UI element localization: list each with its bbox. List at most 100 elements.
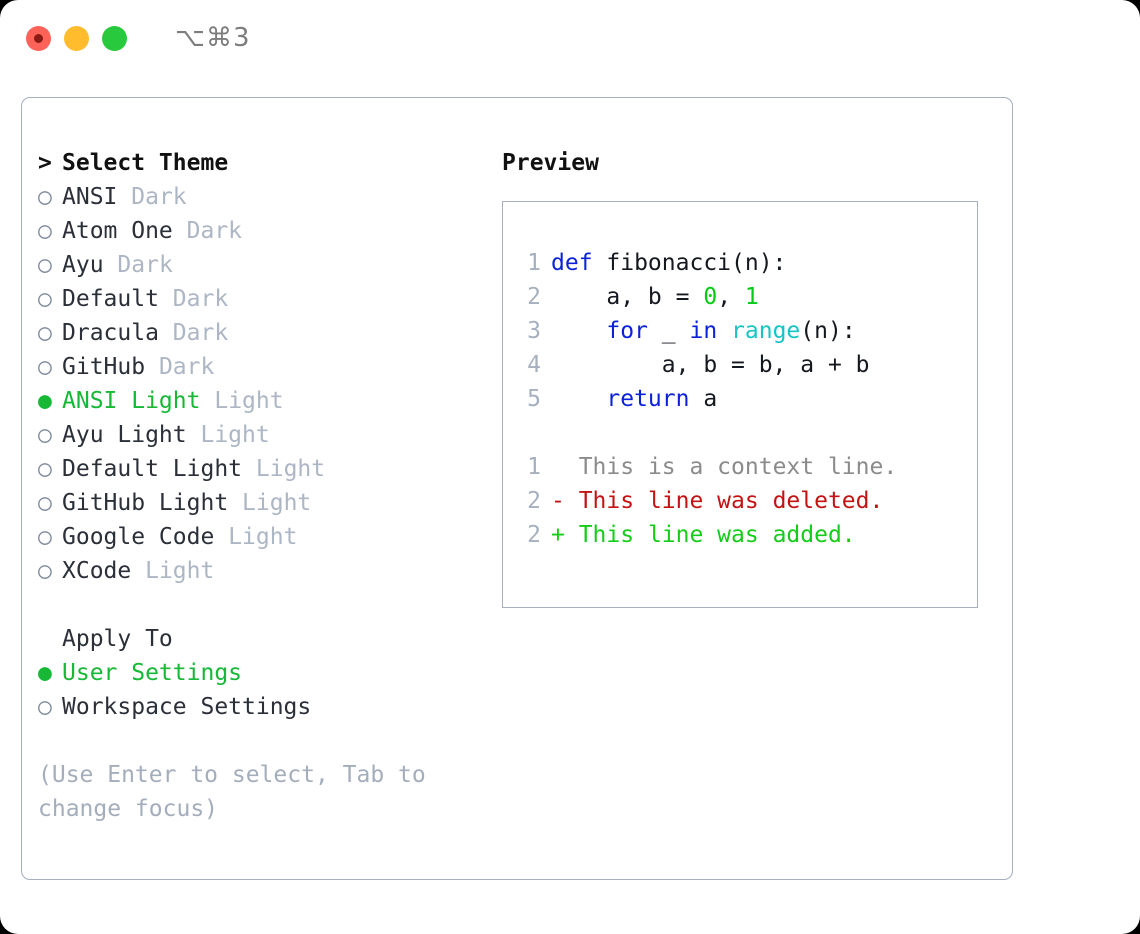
radio-unselected-icon: ○ [38,490,52,516]
diff-marker [551,454,579,480]
radio-unselected-icon: ○ [38,218,52,244]
line-number: 2 [527,284,541,310]
theme-option-list: ○ANSI Dark○Atom One Dark○Ayu Dark○Defaul… [38,180,478,588]
theme-kind-label: Dark [186,218,243,244]
radio-unselected-icon: ○ [38,456,52,482]
code-token [717,318,731,344]
apply-to-option-workspace-settings[interactable]: ○ Workspace Settings [38,690,478,724]
code-line: 5 return a [515,382,897,416]
theme-option-ansi-light[interactable]: ● ANSI Light Light [38,384,478,418]
theme-gap [159,286,173,312]
caret-icon: > [38,150,52,176]
theme-gap [117,184,131,210]
radio-unselected-icon: ○ [38,286,52,312]
line-number: 2 [527,488,541,514]
theme-gap [131,558,145,584]
code-token: 0 [703,284,718,310]
diff-marker: - [551,488,579,514]
code-token: a, b = [551,284,704,310]
apply-to-option-list: ●User Settings ○ Workspace Settings [38,656,478,724]
code-line: 4 a, b = b, a + b [515,348,897,382]
theme-option-default-light[interactable]: ○Default Light Light [38,452,478,486]
diff-line: 2- This line was deleted. [515,484,897,518]
code-token: def [551,250,593,276]
theme-gap [187,422,201,448]
apply-to-option-user-settings[interactable]: ●User Settings [38,656,478,690]
diff-text: This line was added. [578,522,856,548]
theme-name: XCode [62,558,132,584]
code-line: 1 def fibonacci(n): [515,246,897,280]
theme-option-ayu-light[interactable]: ○Ayu Light Light [38,418,478,452]
line-number: 1 [527,250,541,276]
theme-gap [242,456,256,482]
code-token: a, b = b, a + b [551,352,870,378]
code-token: a [689,386,718,412]
code-token [551,318,606,344]
theme-kind-label: Light [214,388,284,414]
theme-name: GitHub Light [62,490,229,516]
diff-marker: + [551,522,579,548]
theme-option-atom-one[interactable]: ○ Atom One Dark [38,214,478,248]
code-line: 3 for _ in range(n): [515,314,897,348]
theme-option-ansi[interactable]: ○ ANSI Dark [38,180,478,214]
close-button[interactable] [26,25,51,51]
radio-unselected-icon: ○ [38,320,52,346]
theme-name: Default Light [62,456,243,482]
code-token: 1 [744,284,759,310]
radio-unselected-icon: ○ [38,184,52,210]
theme-kind-label: Dark [131,184,187,210]
theme-option-ayu[interactable]: ○Ayu Dark [38,248,478,282]
diff-line: 2 + This line was added. [515,518,897,552]
theme-option-xcode[interactable]: ○ XCode Light [38,554,478,588]
theme-kind-label: Dark [158,354,215,380]
theme-option-google-code[interactable]: ○ Google Code Light [38,520,478,554]
code-token: for [606,318,648,344]
theme-name: ANSI Light [62,388,201,414]
line-number: 4 [527,352,541,378]
theme-name: GitHub [62,354,146,380]
theme-option-dracula[interactable]: ○Dracula Dark [38,316,478,350]
apply-to-header: Apply To [62,626,173,652]
minimize-button[interactable] [64,25,89,51]
theme-kind-label: Light [228,524,298,550]
radio-unselected-icon: ○ [38,252,52,278]
code-line: 2 a, b = 0, 1 [515,280,897,314]
code-token: in [689,318,718,344]
theme-option-default[interactable]: ○Default Dark [38,282,478,316]
radio-unselected-icon: ○ [38,422,52,448]
radio-unselected-icon: ○ [38,354,52,380]
theme-name: Google Code [62,524,215,550]
theme-gap [200,388,214,414]
code-token: range [731,318,801,344]
theme-name: ANSI [62,184,118,210]
radio-unselected-icon: ○ [38,524,52,550]
theme-gap [159,320,173,346]
code-token: fibonacci(n): [592,250,787,276]
radio-unselected-icon: ○ [38,558,52,584]
diff-text: This is a context line. [578,454,898,480]
list-spacer [38,588,478,622]
keyboard-shortcut-label: ⌥⌘3 [175,23,251,53]
apply-to-label: Workspace Settings [62,694,312,720]
theme-list-column: >Select Theme ○ANSI Dark○Atom One Dark○A… [38,146,478,826]
zoom-button[interactable] [102,25,127,51]
theme-kind-label: Light [242,490,312,516]
theme-kind-label: Light [200,422,270,448]
theme-kind-label: Light [145,558,215,584]
radio-unselected-icon: ○ [38,694,52,720]
theme-option-github-light[interactable]: ○ GitHub Light Light [38,486,478,520]
keyboard-hint: (Use Enter to select, Tab to change focu… [38,762,426,822]
radio-selected-icon: ● [38,388,52,414]
theme-name: Dracula [62,320,159,346]
code-token: (n): [800,318,856,344]
theme-name: Atom One [62,218,173,244]
theme-gap [173,218,187,244]
apply-to-label: User Settings [62,660,243,686]
line-number: 2 [527,522,541,548]
preview-title: Preview [502,150,599,176]
theme-option-github[interactable]: ○ GitHub Dark [38,350,478,384]
